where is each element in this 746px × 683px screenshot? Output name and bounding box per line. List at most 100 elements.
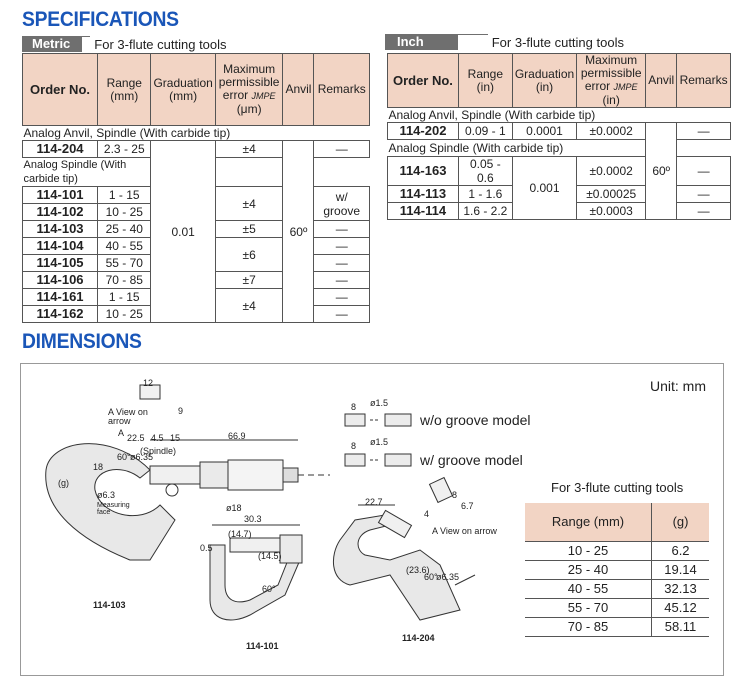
- weights-value-cell: 19.14: [651, 560, 709, 580]
- metric-mpe-cell: ±6: [214, 237, 284, 272]
- dim-6-3: ø6.3: [97, 490, 116, 500]
- inset-a-view-204: [428, 476, 454, 504]
- inch-header-anvil: Anvil: [645, 53, 678, 108]
- metric-mpe-cell: ±7: [214, 271, 284, 289]
- metric-order-cell: 114-204: [21, 140, 99, 158]
- dim-60c: 60°: [424, 572, 438, 582]
- spindle-no-groove: [384, 413, 412, 427]
- dim-1-5b: ø1.5: [370, 437, 389, 447]
- ratchet-114-103: [282, 467, 299, 483]
- label-a: A: [118, 428, 125, 438]
- metric-spec-table: Order No. Range(mm) Graduation(mm) Maxim…: [21, 53, 370, 323]
- dim-8b: 8: [351, 441, 357, 451]
- label-spindle: (Spindle): [140, 446, 177, 456]
- thimble-114-103: [227, 459, 284, 491]
- weights-header-g: (g): [651, 503, 709, 542]
- inch-mpe-cell: ±0.00025: [576, 185, 647, 203]
- inch-spec-table: Order No. Range(in) Graduation(in) Maxim…: [387, 53, 731, 220]
- dim-8a: 8: [351, 402, 357, 412]
- metric-range-cell: 1 - 15: [97, 186, 152, 204]
- metric-anvil-cell: 60º: [282, 140, 315, 323]
- label-no-groove-model: w/o groove model: [420, 412, 531, 428]
- metric-range-cell: 55 - 70: [97, 254, 152, 272]
- dim-23-6: (23.6): [406, 565, 430, 575]
- dim-66-9: 66.9: [228, 431, 246, 441]
- label-114-103: 114-103: [93, 600, 126, 610]
- weights-value-cell: 58.11: [651, 617, 709, 637]
- metric-tag-line: [82, 36, 91, 37]
- sleeve-114-103: [199, 461, 231, 489]
- metric-tag-row: Metric For 3-flute cutting tools: [22, 36, 227, 52]
- label-measuring-face: Measuring face: [97, 502, 130, 516]
- label-g: (g): [58, 478, 69, 488]
- dim-22-7: 22.7: [365, 497, 383, 507]
- dim-4: 4: [424, 509, 430, 519]
- inch-tag-row: Inch For 3-flute cutting tools: [385, 34, 624, 50]
- dim-6-35b: ø6.35: [436, 572, 460, 582]
- dim-14-7: (14.7): [228, 529, 252, 539]
- weights-range-cell: 25 - 40: [525, 560, 653, 580]
- inset-a-view-103: [139, 384, 161, 400]
- inch-tag: Inch: [385, 34, 458, 50]
- metric-remarks-cell: —: [313, 305, 370, 323]
- inch-range-cell: 1.6 - 2.2: [457, 202, 513, 220]
- metric-range-cell: 25 - 40: [97, 220, 152, 238]
- frame-114-204: [332, 514, 461, 621]
- metric-order-cell: 114-101: [21, 186, 99, 204]
- dim-15: 15: [170, 433, 181, 443]
- weights-title: For 3-flute cutting tools: [551, 480, 684, 495]
- inch-grad-cell: 0.001: [511, 156, 578, 220]
- inch-order-cell: 114-202: [387, 122, 459, 140]
- metric-order-cell: 114-105: [21, 254, 99, 272]
- weights-header-range: Range (mm): [525, 503, 653, 542]
- inch-caption: For 3-flute cutting tools: [491, 34, 624, 50]
- metric-range-cell: 10 - 25: [97, 305, 152, 323]
- metric-caption: For 3-flute cutting tools: [94, 36, 227, 52]
- metric-group-anvil-spindle: Analog Anvil, Spindle (With carbide tip): [22, 125, 370, 141]
- dim-6-7: 6.7: [461, 501, 474, 511]
- lock-114-103: [165, 483, 179, 497]
- inch-header-grad: Graduation(in): [511, 53, 578, 108]
- dim-22-5: 22.5: [127, 433, 145, 443]
- spindle-groove: [384, 453, 412, 467]
- inch-order-cell: 114-114: [387, 202, 459, 220]
- metric-remarks-cell: w/ groove: [313, 186, 370, 221]
- label-114-101: 114-101: [246, 641, 279, 651]
- metric-range-cell: 2.3 - 25: [97, 140, 152, 158]
- dim-14-5: (14.5): [258, 551, 282, 561]
- dim-18b: ø18: [226, 503, 242, 513]
- label-114-204: 114-204: [402, 633, 435, 643]
- metric-range-cell: 1 - 15: [97, 288, 152, 306]
- metric-blank-cell: [215, 157, 283, 187]
- inch-grad-cell: 0.0001: [511, 122, 578, 140]
- metric-tag: Metric: [22, 36, 83, 52]
- metric-group-spindle: Analog Spindle (With carbide tip): [22, 157, 151, 187]
- spindle-114-204: [377, 509, 413, 539]
- anvil-groove: [344, 453, 366, 467]
- inch-order-cell: 114-113: [387, 185, 459, 203]
- weights-range-cell: 40 - 55: [525, 579, 653, 599]
- label-groove-model: w/ groove model: [420, 452, 523, 468]
- metric-header-anvil: Anvil: [282, 53, 315, 126]
- inch-anvil-cell: 60º: [645, 122, 678, 220]
- metric-order-cell: 114-106: [21, 271, 99, 289]
- weights-range-cell: 70 - 85: [525, 617, 653, 637]
- metric-blank-cell: [313, 157, 370, 187]
- dim-60b: 60°: [262, 584, 276, 594]
- dim-8: 8: [452, 490, 458, 500]
- anvil-no-groove: [344, 413, 366, 427]
- metric-header-remarks: Remarks: [313, 53, 370, 126]
- inch-remarks-cell: —: [676, 156, 731, 186]
- dim-1-5a: ø1.5: [370, 398, 389, 408]
- dim-12: 12: [143, 378, 154, 388]
- metric-remarks-cell: —: [313, 271, 370, 289]
- inch-group-spindle: Analog Spindle (With carbide tip): [387, 139, 646, 157]
- metric-order-cell: 114-162: [21, 305, 99, 323]
- inch-mpe-cell: ±0.0003: [576, 202, 647, 220]
- inch-mpe-cell: ±0.0002: [576, 122, 647, 140]
- dim-18a: 18: [93, 462, 104, 472]
